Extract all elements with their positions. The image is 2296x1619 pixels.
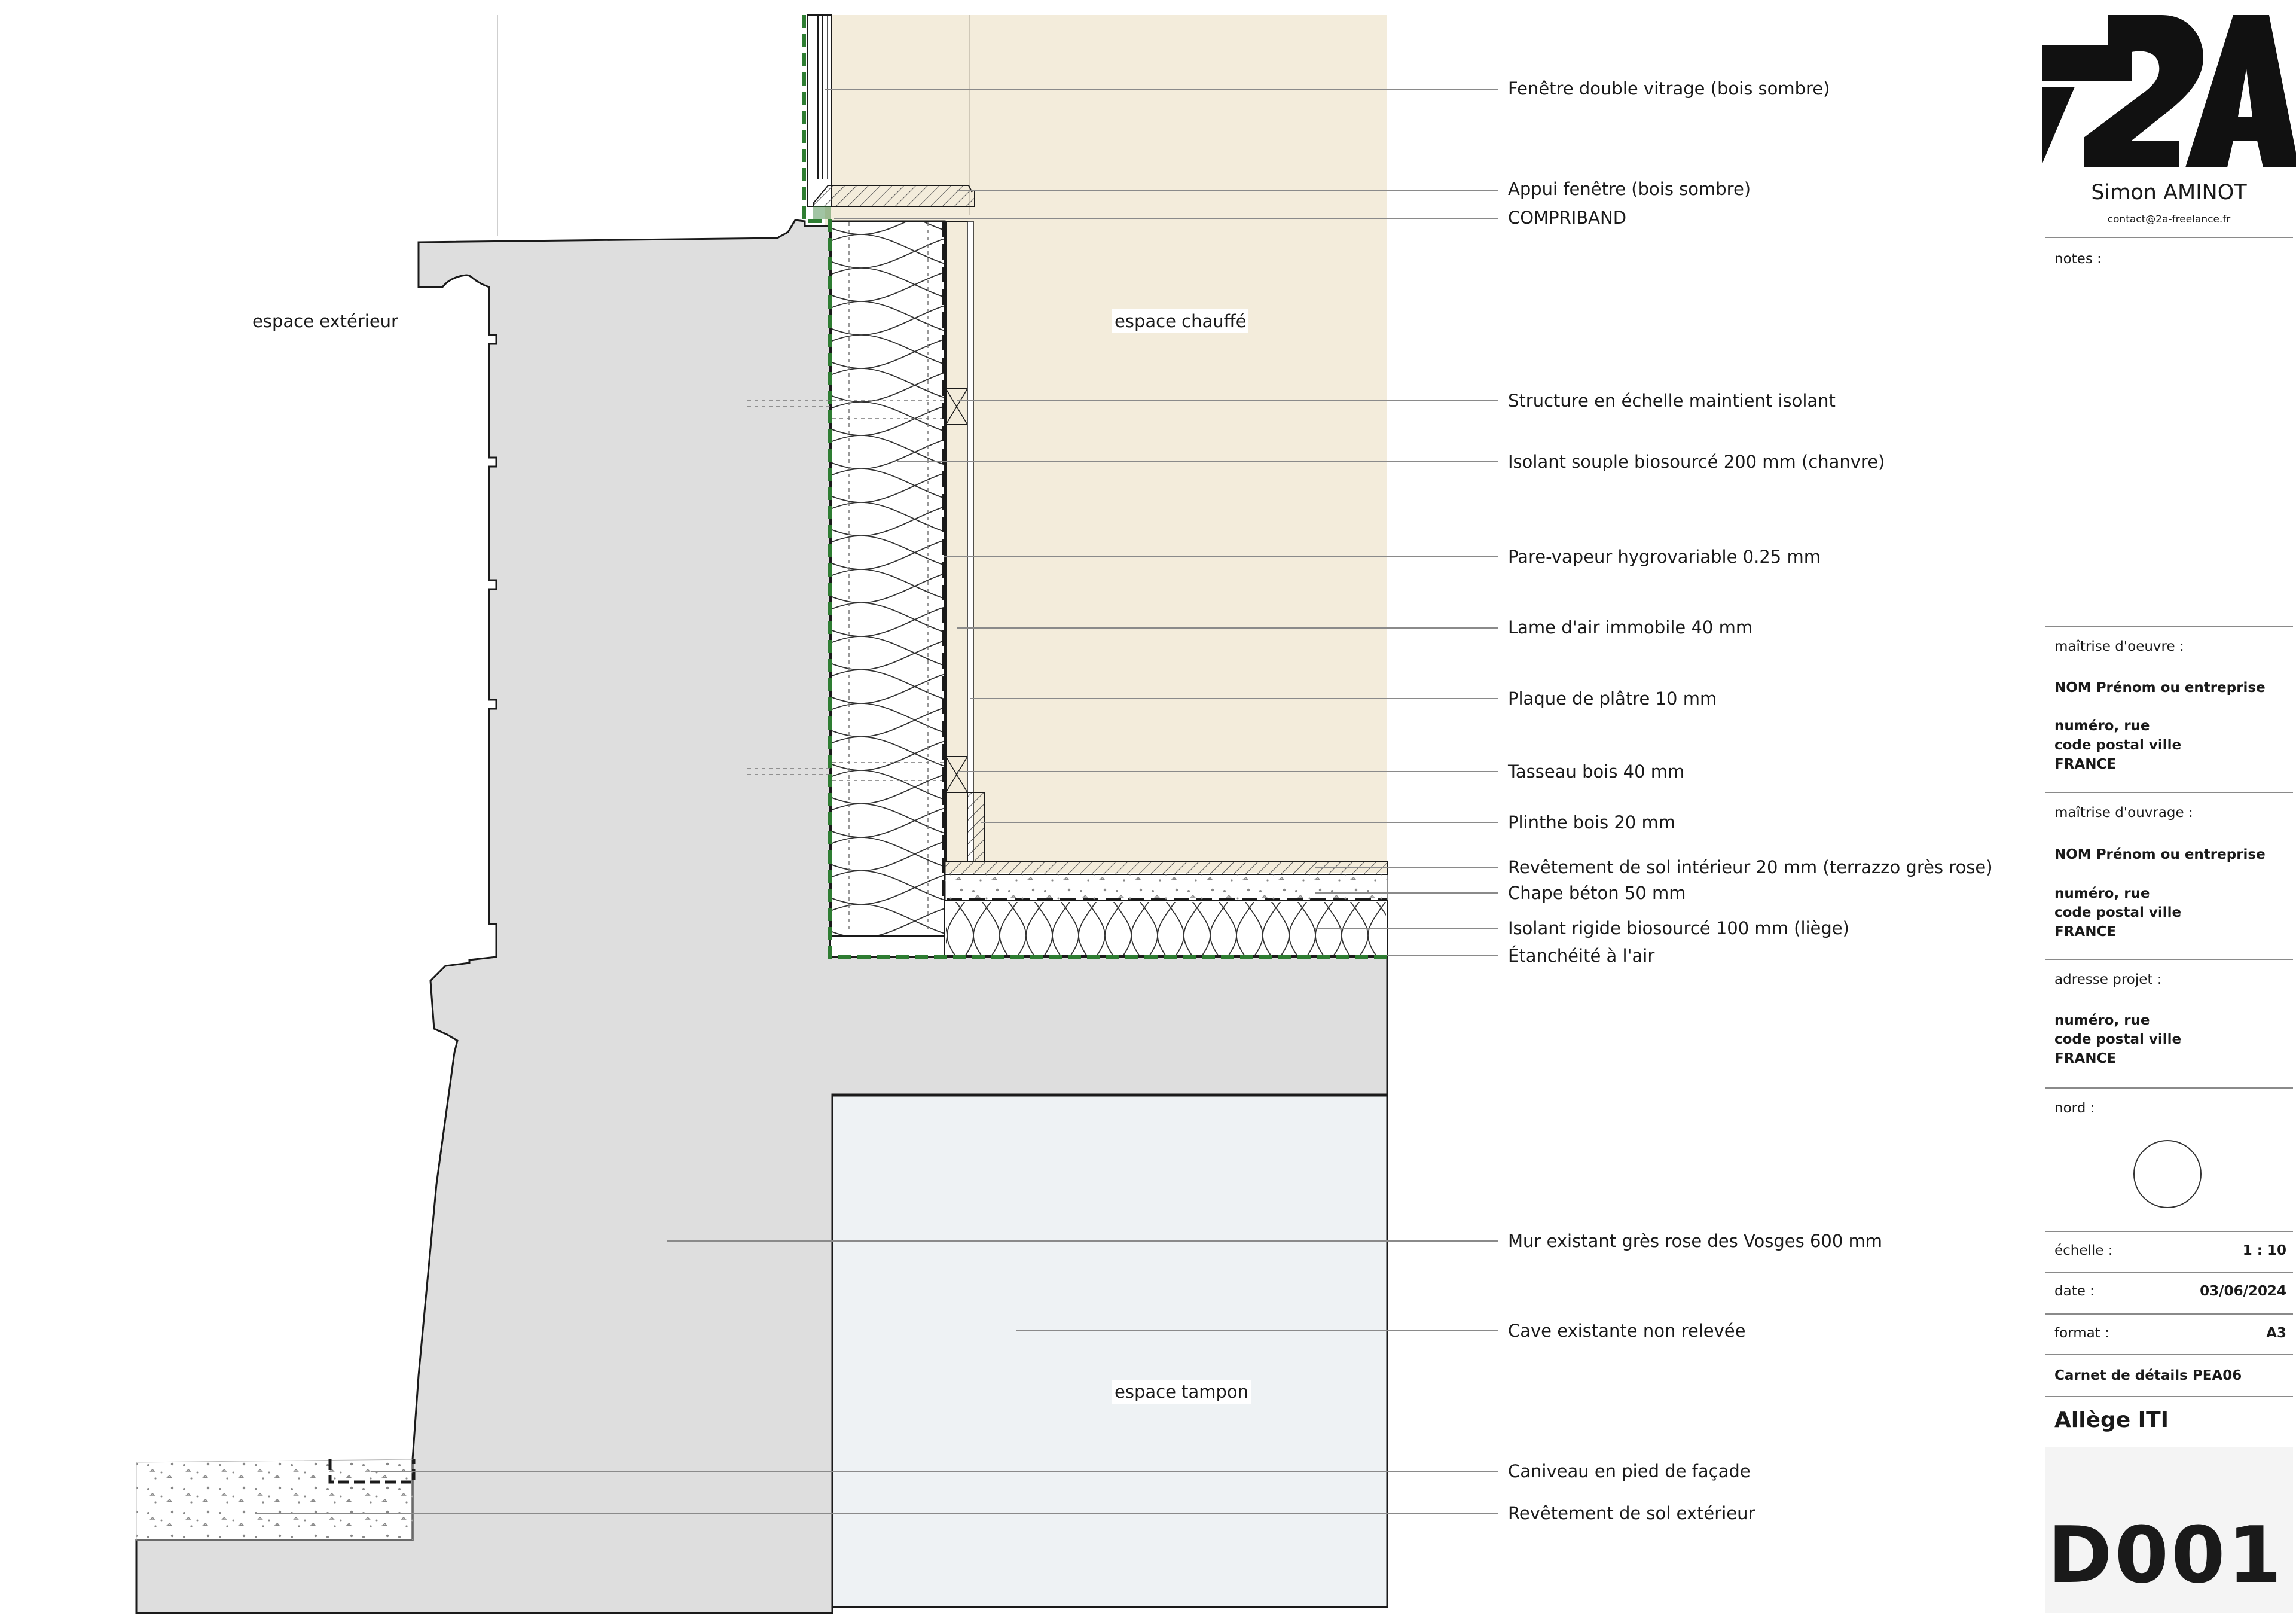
callout-lame-air: Lame d'air immobile 40 mm [1508,617,1753,638]
tb-divider-7 [2045,1272,2293,1273]
mo-name: NOM Prénom ou entreprise [2054,847,2266,862]
tb-divider-10 [2045,1396,2293,1397]
callout-etancheite: Étanchéité à l'air [1508,946,1655,966]
projet-address: numéro, rue code postal ville FRANCE [2054,1013,2182,1066]
projet-label: adresse projet : [2054,972,2162,987]
air-gap [945,221,970,862]
tb-divider-6 [2045,1231,2293,1232]
callout-plinthe: Plinthe bois 20 mm [1508,812,1675,833]
window-sill [813,185,975,207]
nord-label: nord : [2054,1100,2095,1116]
notes-label: notes : [2054,251,2102,267]
tb-divider-4 [2045,959,2293,960]
author-contact: contact@2a-freelance.fr [2107,214,2231,225]
zone-label-tampon: espace tampon [1112,1380,1251,1404]
callout-revetement-interieur: Revêtement de sol intérieur 20 mm (terra… [1508,857,1993,877]
callout-appui: Appui fenêtre (bois sombre) [1508,179,1751,199]
sheet-number: D001 [2047,1510,2284,1600]
echelle-label: échelle : [2054,1243,2113,1258]
existing-wall [135,219,1388,1614]
leader-lines [257,89,1498,1514]
tb-divider-9 [2045,1354,2293,1355]
north-arrow-icon [2133,1140,2202,1208]
mo-label: maîtrise d'ouvrage : [2054,805,2193,821]
moe-address: numéro, rue code postal ville FRANCE [2054,718,2182,772]
date-value: 03/06/2024 [2200,1283,2286,1299]
callout-revetement-exterieur: Revêtement de sol extérieur [1508,1503,1755,1523]
date-label: date : [2054,1283,2095,1299]
callout-chape: Chape béton 50 mm [1508,883,1686,903]
callout-tasseau: Tasseau bois 40 mm [1508,761,1685,782]
callout-mur-existant: Mur existant grès rose des Vosges 600 mm [1508,1231,1883,1251]
zone-label-exterieur: espace extérieur [250,309,401,333]
echelle-value: 1 : 10 [2242,1243,2286,1258]
format-value: A3 [2266,1325,2286,1341]
callout-plaque-platre: Plaque de plâtre 10 mm [1508,688,1717,709]
tb-divider-2 [2045,626,2293,627]
plasterboard [967,221,974,862]
tb-divider-1 [2045,237,2293,238]
exterior-paving [136,1459,413,1541]
logo-2a [2042,15,2296,167]
sheet-number-panel [2045,1447,2293,1613]
mo-address: numéro, rue code postal ville FRANCE [2054,886,2182,940]
callout-structure: Structure en échelle maintient isolant [1508,391,1836,411]
callout-isolant-rigide: Isolant rigide biosourcé 100 mm (liège) [1508,918,1849,938]
callout-caniveau: Caniveau en pied de façade [1508,1461,1751,1481]
air-tightness-membrane [802,15,1387,959]
zone-label-chauffe: espace chauffé [1112,309,1249,333]
tb-divider-5 [2045,1087,2293,1089]
format-label: format : [2054,1325,2109,1341]
callout-fenetre: Fenêtre double vitrage (bois sombre) [1508,78,1830,99]
moe-name: NOM Prénom ou entreprise [2054,680,2266,696]
callout-pare-vapeur: Pare-vapeur hygrovariable 0.25 mm [1508,547,1821,567]
callout-compriband: COMPRIBAND [1508,208,1627,228]
tb-divider-3 [2045,792,2293,793]
compriband-strip [813,206,831,219]
concrete-screed [944,874,1388,901]
moe-label: maîtrise d'oeuvre : [2054,639,2184,654]
skirting-board [967,792,985,862]
detail-title: Allège ITI [2054,1408,2169,1432]
carnet-title: Carnet de détails PEA06 [2054,1368,2242,1383]
callout-cave: Cave existante non relevée [1508,1321,1746,1341]
callout-isolant-souple: Isolant souple biosourcé 200 mm (chanvre… [1508,452,1885,472]
cellar-space [831,1094,1388,1608]
tb-divider-8 [2045,1313,2293,1315]
author-name: Simon AMINOT [2091,181,2247,205]
